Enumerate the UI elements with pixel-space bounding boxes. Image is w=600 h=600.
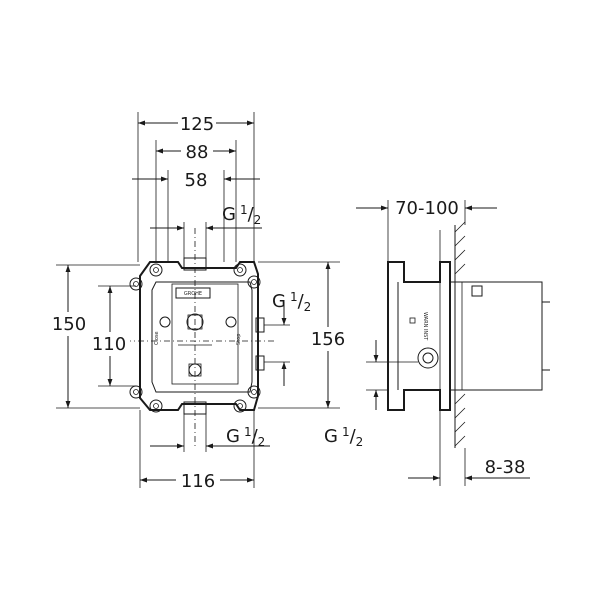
front-view: GROHE Close Stop <box>112 228 276 448</box>
mounting-lugs <box>129 263 261 413</box>
dim-70-100: 70-100 <box>395 198 459 219</box>
dim-110: 110 <box>92 334 126 355</box>
dim-116: 116 <box>181 471 215 492</box>
dim-156: 156 <box>311 329 345 350</box>
side-label: WARN INST <box>422 312 428 341</box>
dim-8-38: 8-38 <box>485 457 526 478</box>
dim-150: 150 <box>52 314 86 335</box>
dim-125: 125 <box>180 114 214 135</box>
dim-88: 88 <box>186 142 209 163</box>
close-label: Close <box>154 331 160 345</box>
dim-58: 58 <box>185 170 208 191</box>
stop-label: Stop <box>236 334 242 345</box>
brand-label: GROHE <box>184 291 202 297</box>
